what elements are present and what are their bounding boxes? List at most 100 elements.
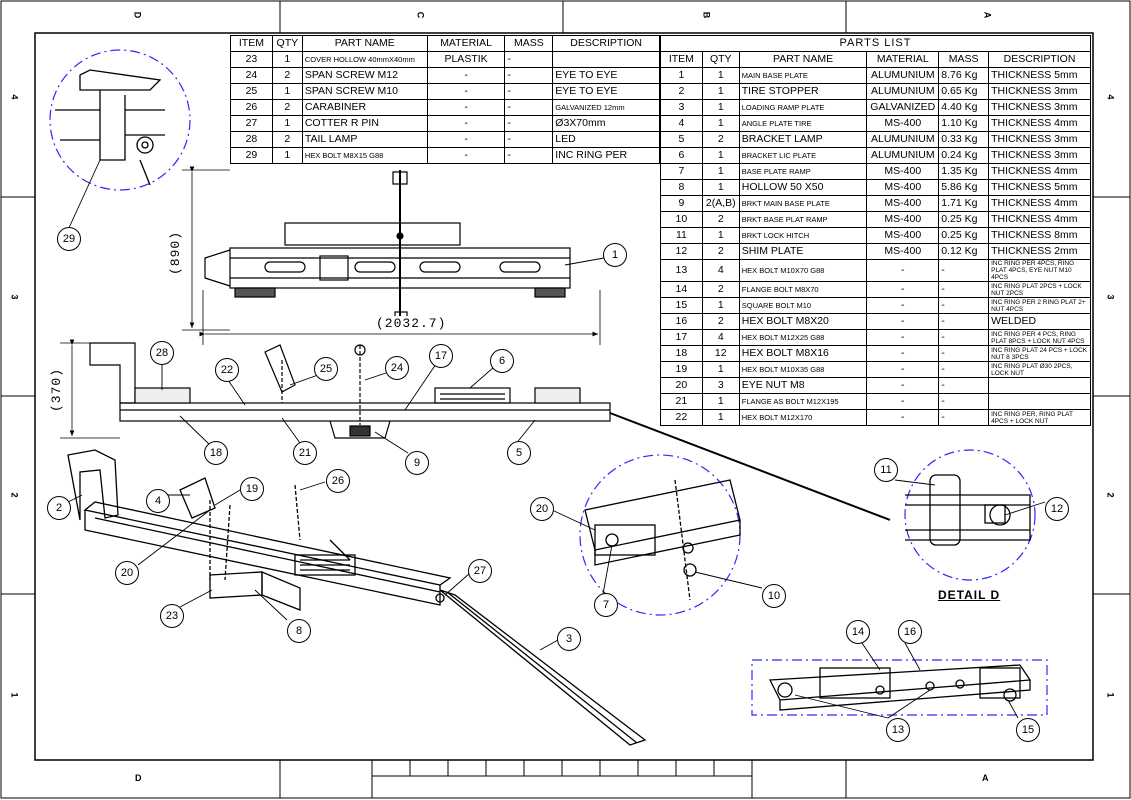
parts-list-cell: MS-400 [866,179,940,196]
parts-list-cell: INC RING PER 4PCS, RING PLAT 4PCS, EYE N… [988,259,1091,282]
parts-list-header-cell: DESCRIPTION [988,51,1091,68]
parts-list-cell: 1 [701,163,740,180]
left-table-cell: - [504,67,554,84]
left-table-header-cell: DESCRIPTION [552,35,660,52]
parts-list-cell: 1 [701,115,740,132]
parts-list-cell: 8 [660,179,703,196]
parts-list-cell: 9 [660,195,703,212]
parts-list-cell: - [938,377,990,394]
zone-right-4: 4 [1105,94,1116,100]
parts-list-cell: 2 [660,83,703,100]
parts-list-cell: 5.86 Kg [938,179,990,196]
left-table-cell: 2 [271,99,303,116]
parts-list-cell: 2 [701,281,740,298]
balloon-13: 13 [886,718,910,742]
parts-list-cell: 13 [660,259,703,282]
left-table-cell: - [504,83,554,100]
balloon-9: 9 [405,451,429,475]
parts-list-cell: MS-400 [866,227,940,244]
parts-list-cell: 17 [660,329,703,346]
parts-list-cell: 1 [701,67,740,84]
left-table-cell: - [426,115,506,132]
parts-list-cell: BRACKET LIC PLATE [738,147,868,164]
left-table-cell: INC RING PER [552,147,660,164]
parts-list-cell: BRACKET LAMP [738,131,868,148]
balloon-16: 16 [898,620,922,644]
balloon-6: 6 [490,349,514,373]
parts-list-cell: 2 [701,211,740,228]
parts-list-cell: - [938,345,990,362]
parts-list-cell: HEX BOLT M12X25 G88 [738,329,868,346]
left-table-cell: 1 [271,51,303,68]
parts-list-cell: THICKNESS 5mm [988,67,1091,84]
balloon-19: 19 [240,477,264,501]
parts-list-cell: THICKNESS 2mm [988,243,1091,260]
parts-list-cell: MAIN BASE PLATE [738,67,868,84]
parts-list-cell: - [938,297,990,314]
left-table-header-cell: MASS [504,35,554,52]
parts-list-title: PARTS LIST [660,35,1091,52]
parts-list-cell: MS-400 [866,211,940,228]
parts-list-cell: GALVANIZED [866,99,940,116]
balloon-29: 29 [57,227,81,251]
parts-list-cell: THICKNESS 4mm [988,211,1091,228]
parts-list-cell: 4 [701,329,740,346]
parts-list-cell: - [866,297,940,314]
left-table-cell: - [426,67,506,84]
left-table-header-cell: PART NAME [301,35,428,52]
parts-list-cell: - [866,377,940,394]
detail-d-view [904,449,1036,581]
parts-list-cell: 1 [701,227,740,244]
dimension-height-side: (370) [49,367,64,412]
parts-list-cell: 2 [701,243,740,260]
zone-right-1: 1 [1105,692,1116,698]
zone-left-2: 2 [9,492,20,498]
parts-list-cell: ALUMUNIUM [866,83,940,100]
balloon-12: 12 [1045,497,1069,521]
left-table-header-cell: MATERIAL [426,35,506,52]
parts-list-cell: HEX BOLT M12X170 [738,409,868,426]
parts-list-cell: WELDED [988,313,1091,330]
parts-list-cell: - [866,393,940,410]
left-table-cell: 1 [271,83,303,100]
parts-list-cell: FLANGE AS BOLT M12X195 [738,393,868,410]
zone-top-d: D [132,11,143,19]
balloon-18: 18 [204,441,228,465]
parts-list-cell: - [866,329,940,346]
balloon-10: 10 [762,584,786,608]
parts-list-cell: 12 [701,345,740,362]
zone-top-a: A [982,11,993,19]
parts-list-cell: 3 [660,99,703,116]
balloon-25: 25 [314,357,338,381]
left-table-cell: - [504,131,554,148]
parts-list-cell: - [866,281,940,298]
balloon-17: 17 [429,344,453,368]
left-table-cell: - [504,99,554,116]
parts-list-cell: THICKNESS 4mm [988,163,1091,180]
balloon-20-detail: 20 [530,497,554,521]
parts-list-cell [988,377,1091,394]
zone-right-2: 2 [1105,492,1116,498]
parts-list-cell: THICKNESS 4mm [988,115,1091,132]
parts-list-cell: 2(A,B) [701,195,740,212]
left-table-cell: - [504,115,554,132]
left-table-cell: - [504,147,554,164]
parts-list-cell: MS-400 [866,163,940,180]
balloon-26: 26 [326,469,350,493]
